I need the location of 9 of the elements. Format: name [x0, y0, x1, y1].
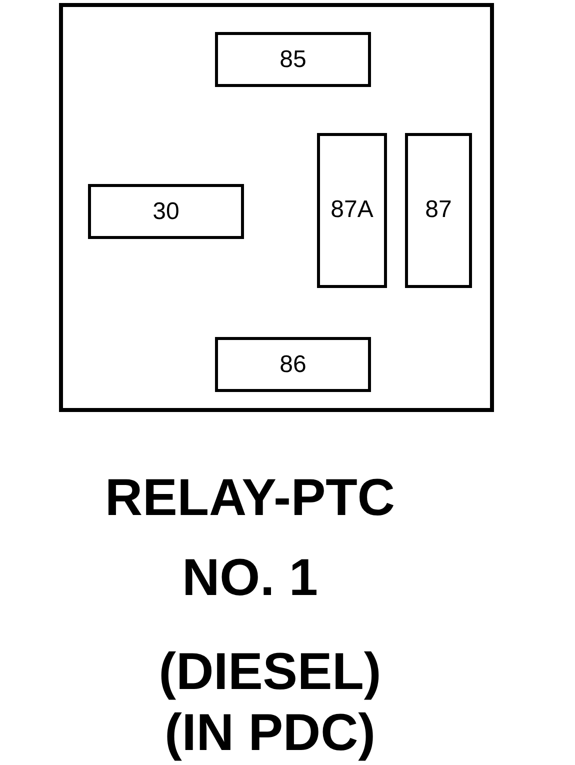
pin-terminal: 87A	[317, 133, 387, 288]
pin-terminal: 30	[88, 184, 244, 239]
relay-title: RELAY-PTC NO. 1	[104, 468, 396, 609]
pin-terminal: 87	[405, 133, 472, 288]
relay-outline	[59, 3, 494, 412]
relay-title: (DIESEL)	[158, 642, 382, 702]
pin-terminal: 85	[215, 32, 371, 87]
relay-title: (IN PDC)	[164, 703, 376, 763]
pin-terminal: 86	[215, 337, 371, 392]
